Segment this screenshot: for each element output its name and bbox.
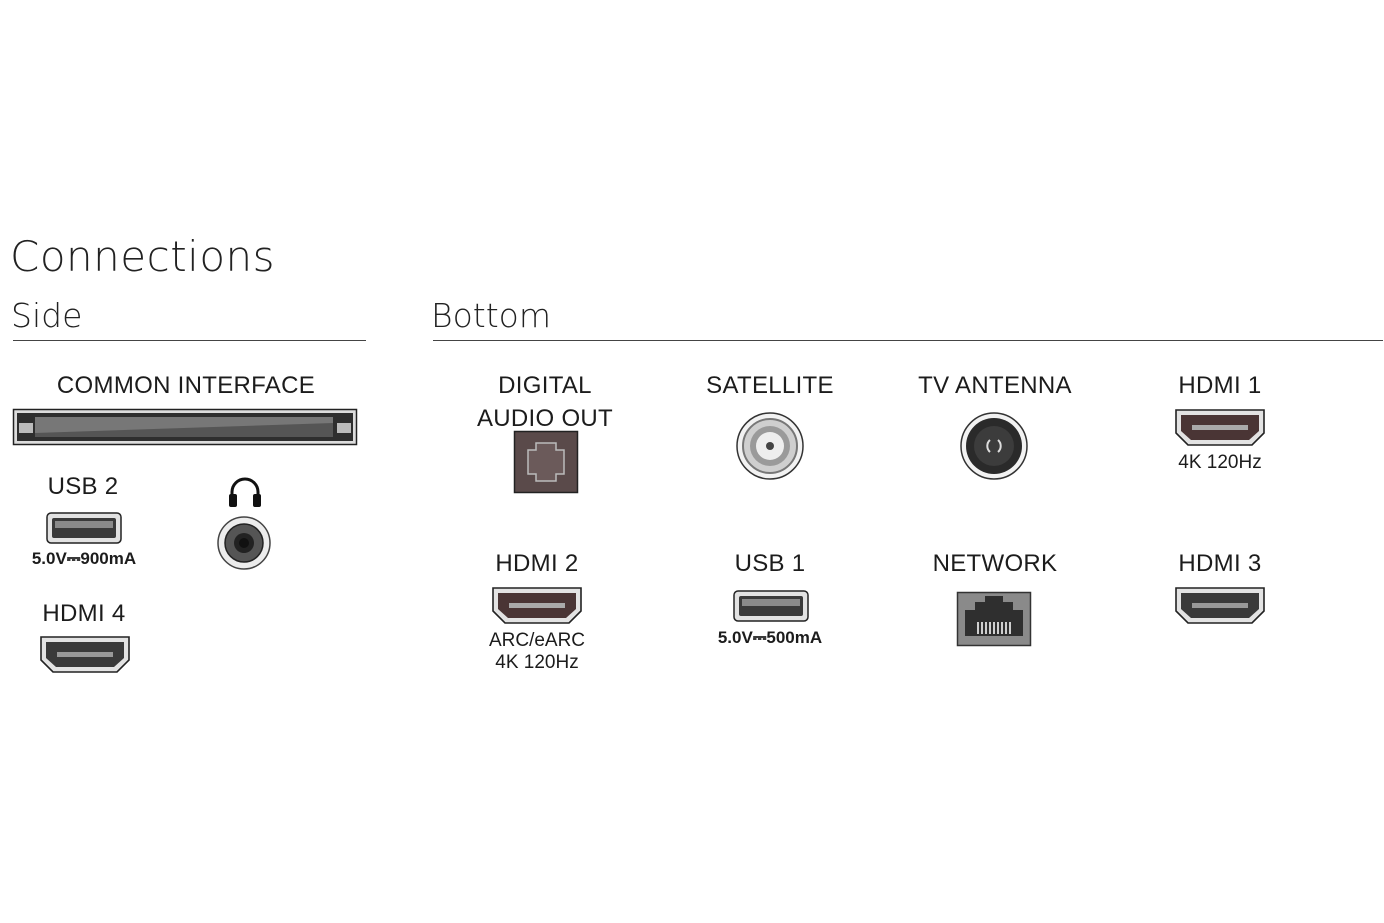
digital-audio-label-line2: AUDIO OUT [476, 405, 614, 432]
network-label: NETWORK [932, 550, 1058, 577]
satellite-coax-port-icon [736, 412, 804, 480]
optical-audio-port-icon [513, 430, 579, 494]
hdmi1-port-icon [1175, 409, 1265, 446]
hdmi1-note: 4K 120Hz [1178, 452, 1262, 473]
common-interface-label: COMMON INTERFACE [56, 372, 316, 399]
usb1-rating: 5.0V⎓500mA [717, 628, 823, 647]
side-divider [13, 340, 366, 341]
hdmi3-label: HDMI 3 [1178, 550, 1262, 577]
usb2-port-icon [46, 512, 122, 544]
usb1-label: USB 1 [734, 550, 806, 577]
hdmi1-label: HDMI 1 [1178, 372, 1262, 399]
tv-antenna-label: TV ANTENNA [918, 372, 1072, 399]
usb2-label: USB 2 [47, 473, 119, 500]
hdmi4-port-icon [40, 636, 130, 673]
hdmi2-port-icon [492, 587, 582, 624]
hdmi2-note-arc: ARC/eARC [488, 630, 586, 651]
usb2-rating: 5.0V⎓900mA [31, 549, 137, 568]
bottom-heading: Bottom [431, 296, 552, 335]
tv-antenna-coax-port-icon [960, 412, 1028, 480]
hdmi2-label: HDMI 2 [495, 550, 579, 577]
page-title: Connections [10, 232, 276, 281]
digital-audio-label-line1: DIGITAL [498, 372, 592, 399]
headphone-jack-icon [217, 516, 271, 570]
headphone-icon [229, 477, 261, 507]
satellite-label: SATELLITE [706, 372, 834, 399]
usb1-port-icon [733, 590, 809, 622]
hdmi3-port-icon [1175, 587, 1265, 624]
bottom-divider [433, 340, 1383, 341]
side-heading: Side [11, 296, 83, 335]
hdmi4-label: HDMI 4 [42, 600, 126, 627]
pcmcia-slot-icon [12, 408, 358, 446]
hdmi2-note-4k: 4K 120Hz [495, 652, 579, 673]
ethernet-port-icon [956, 591, 1032, 647]
